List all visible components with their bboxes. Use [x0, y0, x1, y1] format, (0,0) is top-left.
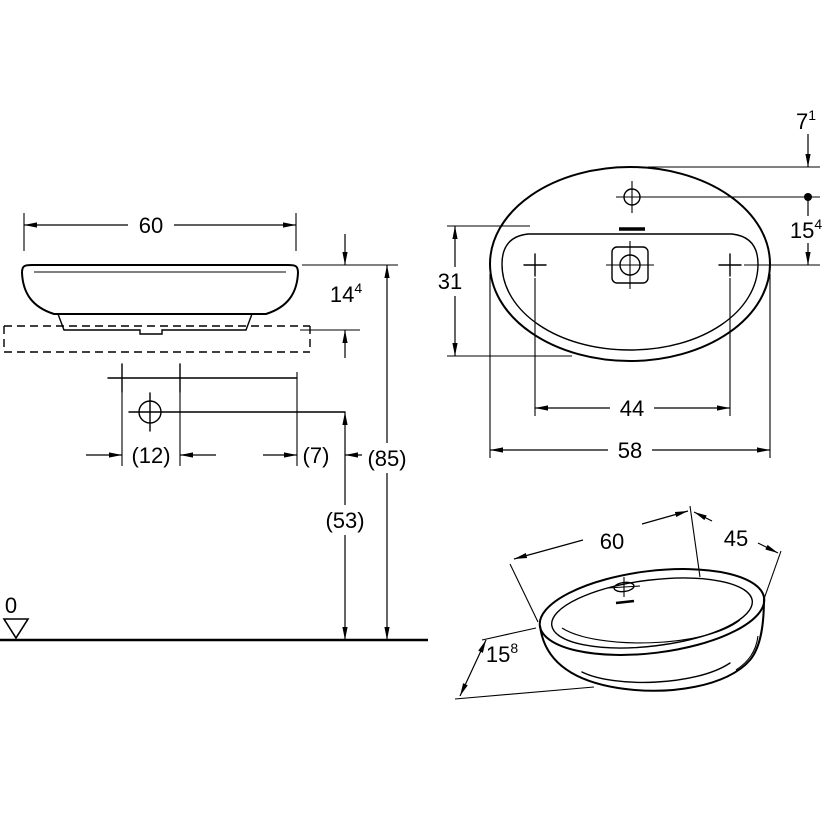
dim-basin-height: 144 [300, 234, 398, 358]
dim-persp-length-label: 60 [600, 529, 624, 554]
ext-line [689, 505, 701, 578]
countertop-dashed-outline [3, 325, 311, 353]
dim-length-label: 58 [618, 438, 642, 463]
dim-persp-length: 60 [509, 505, 701, 623]
dim-outlet-height: (53) [321, 412, 369, 640]
arrow-line [513, 539, 584, 560]
basin-bowl-outline [501, 233, 759, 351]
dim-offset: (7) [263, 372, 378, 469]
front-elevation-view: 60 144 (12) [0, 211, 428, 642]
label-mask [610, 394, 654, 422]
ext-line [763, 550, 782, 600]
dim-rim-height: (85) [362, 265, 412, 640]
level-marker-triangle [2, 618, 30, 640]
dim-outlet-height-label: (53) [325, 508, 364, 533]
label-mask [785, 216, 828, 243]
arrow-line [757, 542, 779, 554]
dim-hole-spacing: (12) [86, 392, 216, 468]
ext-line [481, 627, 537, 641]
ext-line [509, 563, 539, 623]
rim-inner-ellipse [550, 577, 754, 649]
dim-rim-height-label: (85) [367, 446, 406, 471]
dim-tap-to-drain: 154 [744, 197, 828, 266]
basin-foot-outline [57, 313, 253, 335]
arrow-line [641, 510, 689, 525]
fixing-hole-right [718, 253, 742, 277]
foot-curve [581, 662, 731, 684]
dim-bowl-width-label: 31 [438, 269, 462, 294]
body-outline [539, 597, 765, 692]
dim-fixing-span: 44 [534, 278, 731, 422]
dim-persp-height: 158 [454, 627, 595, 700]
ext-line [454, 686, 595, 700]
label-mask [299, 442, 333, 469]
body-shade-curve [735, 635, 759, 671]
dim-hole-spacing-label: (12) [131, 443, 170, 468]
label-mask [429, 267, 473, 296]
tap-hole-symbol [616, 181, 648, 213]
dim-persp-depth: 45 [693, 511, 782, 600]
label-mask [321, 505, 369, 535]
tap-hole-symbol [607, 577, 641, 597]
basin-front-outline [21, 264, 299, 315]
dim-bowl-width: 31 [429, 225, 572, 357]
rim-outer-ellipse [538, 568, 766, 656]
dim-edge-to-tap: 71 [648, 107, 820, 201]
dim-fixing-span-label: 44 [620, 396, 644, 421]
dim-line [459, 639, 487, 697]
dim-edge-to-tap-label: 71 [796, 107, 816, 134]
dim-front-width-label: 60 [139, 213, 163, 238]
dim-tap-to-drain-label: 154 [790, 216, 822, 243]
tap-hole-markers [107, 363, 298, 393]
dim-basin-height-label: 144 [330, 280, 362, 307]
label-mask [608, 436, 652, 464]
drain-symbol [606, 241, 654, 289]
label-mask [128, 211, 174, 239]
basin-rim-outline [489, 166, 771, 362]
dim-persp-depth-label: 45 [724, 526, 748, 551]
dim-front-width: 60 [23, 211, 297, 251]
overflow-slot [615, 599, 635, 605]
label-mask [362, 443, 412, 473]
dim-length: 58 [489, 274, 771, 464]
arrow-line [693, 511, 713, 522]
perspective-view: 60 45 158 [454, 505, 782, 700]
bowl-inner-curve [561, 619, 741, 644]
fixing-hole-left [523, 253, 547, 277]
ground-level: 0 [0, 593, 428, 642]
dim-persp-height-label: 158 [486, 640, 518, 667]
drain-marker [128, 392, 346, 432]
plan-view: 31 44 58 71 [429, 107, 828, 464]
dim-offset-label: (7) [303, 443, 330, 468]
ground-level-label: 0 [5, 593, 17, 618]
